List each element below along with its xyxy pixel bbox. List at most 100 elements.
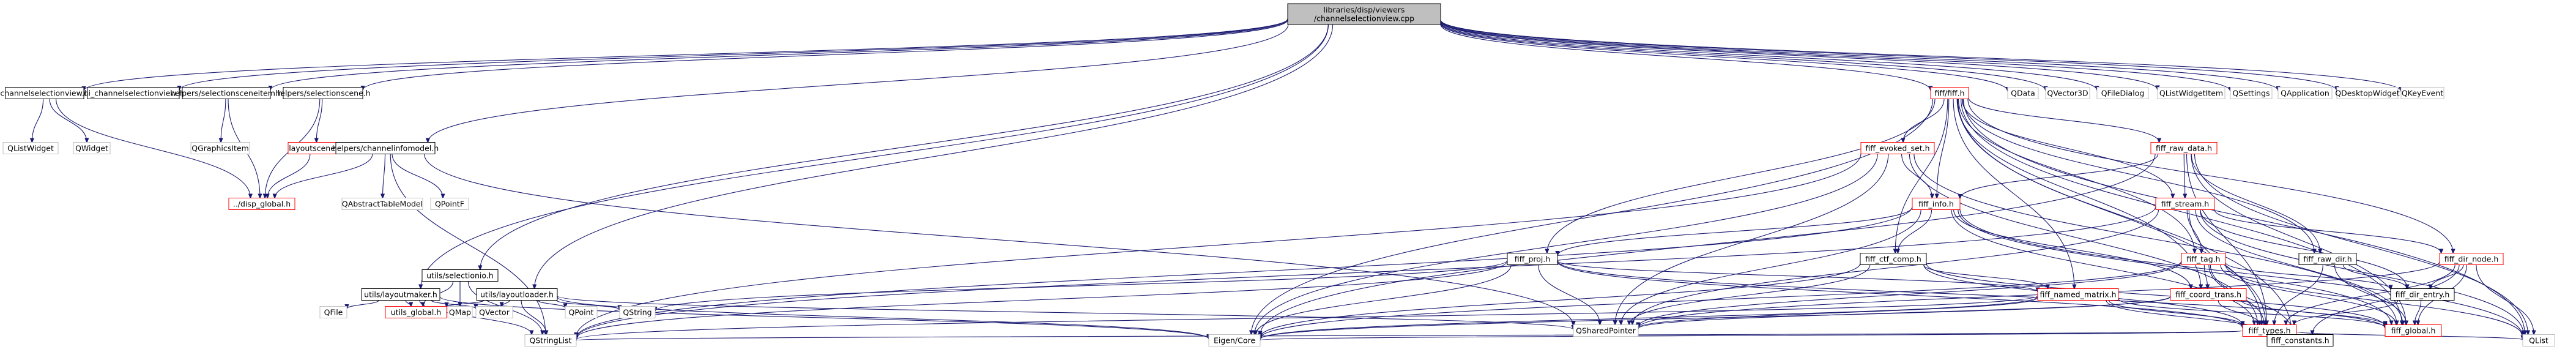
edge-raw_data-to-raw_dir bbox=[2191, 154, 2320, 253]
edge-coord_trans-to-fiff_types bbox=[2218, 300, 2260, 325]
edge-dir_node-to-fiff_constants bbox=[2312, 264, 2460, 335]
edge-fiff_info-to-qstringlist bbox=[576, 206, 1913, 338]
node-label: fiff_evoked_set.h bbox=[1865, 144, 1929, 153]
edge-dir_node-to-qlist bbox=[2476, 264, 2534, 335]
node-fiff-tag[interactable]: fiff_tag.h bbox=[2181, 253, 2226, 265]
edge-utils_layoutloader-to-qsharedpointer bbox=[557, 295, 1573, 329]
node-label: fiff_proj.h bbox=[1515, 255, 1551, 264]
node-sel-item[interactable]: helpers/selectionsceneitem.h bbox=[170, 87, 283, 99]
edge-raw_data-to-fiff_types bbox=[2186, 154, 2267, 325]
node-label: helpers/selectionsceneitem.h bbox=[170, 89, 283, 98]
node-layoutscene[interactable]: layoutscene.h bbox=[288, 142, 344, 154]
node-root[interactable]: libraries/disp/viewers/channelselectionv… bbox=[1287, 3, 1441, 25]
node-fiff-stream[interactable]: fiff_stream.h bbox=[2155, 198, 2215, 210]
node-box bbox=[1208, 334, 1261, 346]
node-box bbox=[2336, 87, 2399, 99]
edge-named_matrix-to-qstringlist bbox=[576, 295, 2038, 340]
edge-fiff_tag-to-coord_trans bbox=[2203, 264, 2207, 289]
node-fiff-global[interactable]: fiff_global.h bbox=[2385, 324, 2442, 337]
edge-fiff_tag-to-qsharedpointer bbox=[1638, 261, 2182, 326]
node-utils-layoutloader[interactable]: utils/layoutloader.h bbox=[476, 288, 558, 301]
node-qabstracttablemodel: QAbstractTableModel bbox=[341, 198, 423, 210]
node-ctf-comp[interactable]: fiff_ctf_comp.h bbox=[1860, 253, 1927, 265]
node-box bbox=[361, 288, 440, 301]
edge-fiff_h-to-raw_data bbox=[1968, 97, 2159, 142]
node-box bbox=[73, 142, 111, 154]
node-fiff-proj[interactable]: fiff_proj.h bbox=[1507, 253, 1558, 265]
node-box bbox=[87, 87, 180, 99]
node-label: QApplication bbox=[2281, 89, 2329, 98]
edge-root-to-utils_layoutmaker bbox=[421, 24, 1329, 289]
edge-fiff_proj-to-qsharedpointer bbox=[1538, 264, 1600, 325]
node-sel-scene[interactable]: helpers/selectionscene.h bbox=[275, 87, 371, 99]
node-qdesktopwidget: QDesktopWidget bbox=[2335, 87, 2400, 99]
node-box bbox=[190, 142, 250, 154]
node-label: QWidget bbox=[75, 144, 108, 153]
edge-fiff_stream-to-dir_node bbox=[2214, 209, 2441, 253]
node-ui-csv[interactable]: ui_channelselectionview.h bbox=[84, 87, 184, 99]
node-qkeyevent: QKeyEvent bbox=[2400, 87, 2444, 99]
node-box bbox=[5, 87, 84, 99]
node-box bbox=[421, 269, 499, 282]
node-label: fiff_ctf_comp.h bbox=[1865, 255, 1921, 264]
node-fiff-h[interactable]: fiff/fiff.h bbox=[1930, 87, 1969, 99]
node-evoked-set[interactable]: fiff_evoked_set.h bbox=[1860, 142, 1935, 154]
edge-named_matrix-to-eigen_core bbox=[1260, 296, 2038, 339]
node-utils-selectionio[interactable]: utils/selectionio.h bbox=[421, 269, 499, 282]
edge-ctf_comp-to-eigen_core bbox=[1260, 263, 1861, 337]
node-qmap: QMap bbox=[447, 306, 473, 318]
edge-named_matrix-to-fiff_global bbox=[2118, 298, 2385, 328]
node-qlistwidget: QListWidget bbox=[2, 142, 59, 154]
node-label: libraries/disp/viewers bbox=[1324, 6, 1405, 15]
node-label: QSettings bbox=[2232, 89, 2270, 98]
edge-root-to-qvector3d bbox=[1440, 22, 2046, 91]
node-label: QList bbox=[2529, 336, 2548, 345]
node-box bbox=[182, 87, 271, 99]
edge-fiff_tag-to-fiff_global bbox=[2220, 264, 2396, 325]
node-csv-h[interactable]: channelselectionview.h bbox=[0, 87, 89, 99]
node-label: QData bbox=[2011, 89, 2035, 98]
node-named-matrix[interactable]: fiff_named_matrix.h bbox=[2037, 288, 2119, 301]
node-dir-node[interactable]: fiff_dir_node.h bbox=[2439, 253, 2504, 265]
node-box bbox=[2277, 87, 2333, 99]
node-qdata: QData bbox=[2007, 87, 2039, 99]
edge-fiff_stream-to-fiff_tag bbox=[2186, 209, 2202, 253]
node-utils-layoutmaker[interactable]: utils/layoutmaker.h bbox=[361, 288, 440, 301]
edge-fiff_types-to-eigen_core bbox=[1260, 330, 2243, 340]
node-fiff-constants[interactable]: fiff_constants.h bbox=[2266, 334, 2334, 346]
node-fiff-types[interactable]: fiff_types.h bbox=[2242, 324, 2297, 337]
node-qsettings: QSettings bbox=[2230, 87, 2273, 99]
node-box bbox=[335, 142, 436, 154]
edge-fiff_h-to-fiff_global bbox=[1961, 99, 2402, 325]
node-box bbox=[565, 306, 598, 318]
edge-evoked_set-to-qstringlist bbox=[576, 153, 1861, 337]
node-qpointf: QPointF bbox=[430, 198, 469, 210]
edge-root-to-utils_layoutloader bbox=[535, 24, 1334, 289]
node-fiff-info[interactable]: fiff_info.h bbox=[1912, 198, 1961, 210]
edge-evoked_set-to-eigen_core bbox=[1255, 154, 1878, 335]
edge-fiff_proj-to-qstring bbox=[655, 260, 1508, 311]
node-disp-global[interactable]: ../disp_global.h bbox=[228, 198, 295, 210]
edge-ch_info_model-to-qstringlist bbox=[390, 154, 546, 335]
edge-evoked_set-to-fiff_info bbox=[1901, 154, 1932, 198]
node-utils-global[interactable]: utils_global.h bbox=[385, 306, 447, 318]
node-box bbox=[385, 306, 447, 318]
edge-dir_node-to-fiff_types bbox=[2286, 264, 2455, 325]
edge-utils_layoutmaker-to-qfile bbox=[347, 299, 379, 309]
edge-fiff_proj-to-named_matrix bbox=[1557, 260, 2038, 292]
node-raw-dir[interactable]: fiff_raw_dir.h bbox=[2298, 253, 2357, 265]
node-label: fiff_raw_data.h bbox=[2156, 144, 2212, 153]
node-box bbox=[2390, 288, 2455, 301]
node-raw-data[interactable]: fiff_raw_data.h bbox=[2150, 142, 2218, 154]
edge-fiff_info-to-fiff_types bbox=[1951, 209, 2254, 325]
node-box bbox=[430, 198, 469, 210]
node-box bbox=[524, 334, 577, 346]
edge-raw_data-to-fiff_info bbox=[1960, 154, 2159, 199]
edge-raw_data-to-qlist bbox=[2194, 154, 2528, 335]
node-label: QSharedPointer bbox=[1576, 326, 1636, 335]
node-coord-trans[interactable]: fiff_coord_trans.h bbox=[2170, 288, 2247, 301]
node-dir-entry[interactable]: fiff_dir_entry.h bbox=[2390, 288, 2455, 301]
node-ch-info-model[interactable]: helpers/channelinfomodel.h bbox=[332, 142, 439, 154]
node-qgraphicsitem: QGraphicsItem bbox=[190, 142, 250, 154]
node-label: helpers/selectionscene.h bbox=[275, 89, 370, 98]
